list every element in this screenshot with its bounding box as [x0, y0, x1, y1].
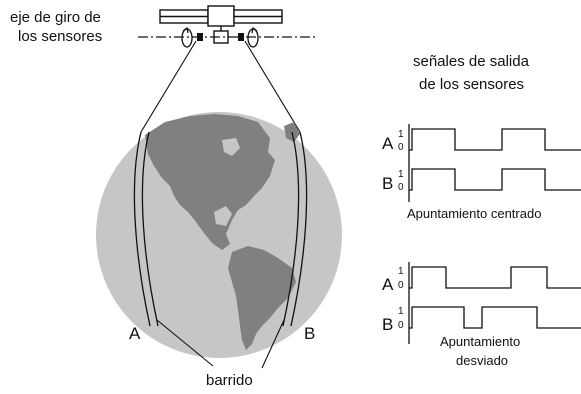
- offset-caption-line2: desviado: [456, 353, 508, 368]
- hudson-bay: [222, 138, 240, 156]
- centered-b-high-tick: 1: [398, 169, 404, 180]
- sensor-a-earth-label: A: [129, 324, 141, 343]
- offset-a-label: A: [382, 275, 394, 294]
- offset-caption-line1: Apuntamiento: [440, 334, 520, 349]
- right-arrowhead-icon: [251, 26, 258, 34]
- sensor-b-earth-label: B: [304, 324, 315, 343]
- spin-axis-label-line2: los sensores: [18, 28, 102, 45]
- rotation-arrows: [181, 26, 259, 48]
- sweep-label: barrido: [206, 372, 253, 389]
- centered-a-low-tick: 0: [398, 142, 404, 153]
- offset-trace-b: [409, 306, 581, 329]
- centered-trace-a: [409, 128, 581, 151]
- sensor-a-view-line: [140, 40, 197, 133]
- swath-b-outer: [290, 131, 308, 327]
- offset-a-high-tick: 1: [398, 266, 404, 277]
- offset-trace-a: [409, 266, 581, 289]
- centered-signals: [408, 124, 581, 202]
- gulf-of-mexico: [214, 206, 232, 226]
- swath-b-inner: [282, 131, 300, 327]
- left-arrowhead-icon: [182, 26, 189, 34]
- earth: [96, 112, 342, 358]
- sensor-b-head: [238, 33, 244, 41]
- north-america-landmass: [145, 114, 275, 250]
- centered-a-high-tick: 1: [398, 129, 404, 140]
- offset-b-low-tick: 0: [398, 320, 404, 331]
- centered-caption: Apuntamiento centrado: [407, 206, 541, 221]
- swath-a-inner: [141, 131, 159, 327]
- outputs-title-line2: de los sensores: [419, 76, 524, 93]
- satellite-body: [207, 5, 235, 27]
- outputs-title-line1: señales de salida: [413, 53, 530, 70]
- offset-b-high-tick: 1: [398, 306, 404, 317]
- sweep-pointer-a: [156, 319, 214, 367]
- centered-b-label: B: [382, 174, 393, 193]
- offset-signals: [408, 262, 581, 344]
- offset-a-low-tick: 0: [398, 280, 404, 291]
- sweep-pointer-b: [261, 319, 285, 369]
- south-america-landmass: [228, 246, 296, 350]
- centered-a-label: A: [382, 134, 394, 153]
- scan-cone-lines: [140, 40, 301, 133]
- sweep-pointers: [156, 319, 285, 369]
- left-rotation-arrow-icon: [181, 28, 193, 48]
- sensor-b-view-line: [244, 40, 301, 133]
- centered-b-low-tick: 0: [398, 182, 404, 193]
- sensor-a-head: [197, 33, 203, 41]
- spin-axis-label-line1: eje de giro de: [10, 9, 101, 26]
- scan-swaths: [133, 131, 308, 327]
- swath-a-outer: [133, 131, 151, 327]
- offset-b-label: B: [382, 315, 393, 334]
- right-rotation-arrow-icon: [247, 28, 259, 48]
- centered-trace-b: [409, 168, 581, 191]
